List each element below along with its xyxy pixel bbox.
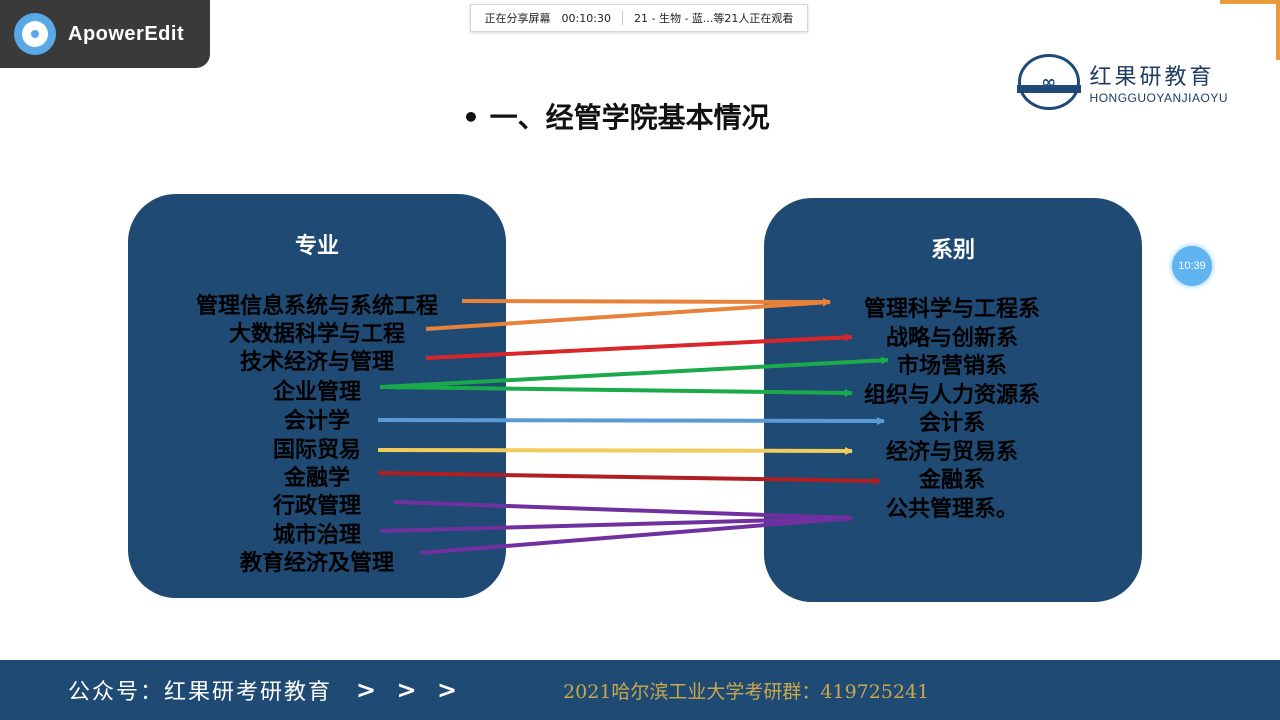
major-item: 行政管理	[272, 494, 362, 519]
arrow-accounting-to-accounting-dept	[377, 416, 885, 425]
major-item: 城市治理	[272, 523, 362, 548]
department-item: 管理科学与工程系	[863, 297, 1041, 322]
major-item: 教育经济及管理	[239, 551, 395, 576]
footer-banner: 公众号：红果研考研教育 > > > 2021哈尔滨工业大学考研群：4197252…	[0, 660, 1280, 720]
department-item: 市场营销系	[896, 354, 1008, 379]
major-item: 企业管理	[272, 380, 362, 405]
major-item: 管理信息系统与系统工程	[195, 294, 439, 319]
departments-heading: 系别	[930, 238, 975, 263]
department-item: 组织与人力资源系	[863, 383, 1041, 408]
share-timer: 00:10:30	[561, 11, 611, 25]
major-item: 金融学	[283, 466, 351, 491]
footer-qq-group: 2021哈尔滨工业大学考研群：419725241	[563, 680, 930, 703]
arrow-finance-to-finance-dept	[377, 471, 881, 485]
film-reel-icon	[14, 13, 56, 55]
department-item: 会计系	[918, 411, 986, 436]
screen-share-bar[interactable]: 正在分享屏幕 00:10:30 21 - 生物 - 蓝...等21人正在观看	[470, 4, 808, 32]
arrow-admin-to-public-mgmt	[393, 500, 853, 522]
majors-heading: 专业	[294, 234, 339, 259]
major-item: 国际贸易	[272, 438, 362, 463]
arrow-mis-to-mgmt-science	[461, 297, 831, 306]
arrow-trade-to-econ-trade	[377, 446, 853, 455]
app-name: ApowerEdit	[68, 22, 185, 45]
major-item: 技术经济与管理	[239, 350, 395, 375]
arrow-education-to-public-mgmt	[419, 514, 853, 555]
department-item: 金融系	[918, 468, 986, 493]
floating-clock-badge[interactable]: 10:39	[1172, 246, 1212, 286]
arrow-techecon-to-strategy	[425, 333, 853, 360]
share-viewers[interactable]: 21 - 生物 - 蓝...等21人正在观看	[634, 12, 794, 25]
slide-title: • 一、经管学院基本情况	[462, 101, 770, 134]
brand-name-en: HONGGUOYANJIAOYU	[1089, 91, 1228, 105]
app-watermark: ApowerEdit	[0, 0, 210, 68]
department-item: 经济与贸易系	[885, 440, 1019, 465]
major-item: 会计学	[283, 409, 351, 434]
frame-right-edge	[1276, 0, 1280, 60]
departments-box: 系别	[764, 198, 1142, 602]
arrow-enterprise-to-marketing	[379, 356, 889, 389]
brand-name-cn: 红果研教育	[1089, 65, 1215, 90]
arrow-enterprise-to-hr	[379, 385, 853, 397]
frame-top-right-accent	[1220, 0, 1280, 4]
department-item: 战略与创新系	[885, 326, 1019, 351]
footer-chevrons: > > >	[356, 676, 464, 704]
arrow-urban-to-public-mgmt	[379, 514, 853, 533]
brand-emblem-icon: ∞	[1017, 54, 1081, 110]
brand-logo: ∞ 红果研教育 HONGGUOYANJIAOYU	[1017, 52, 1228, 112]
arrow-bigdata-to-mgmt-science	[425, 298, 831, 331]
major-item: 大数据科学与工程	[228, 322, 406, 347]
footer-wechat: 公众号：红果研考研教育	[68, 680, 333, 705]
department-item: 公共管理系。	[885, 497, 1019, 522]
share-separator	[621, 11, 623, 25]
share-status: 正在分享屏幕	[484, 12, 551, 25]
